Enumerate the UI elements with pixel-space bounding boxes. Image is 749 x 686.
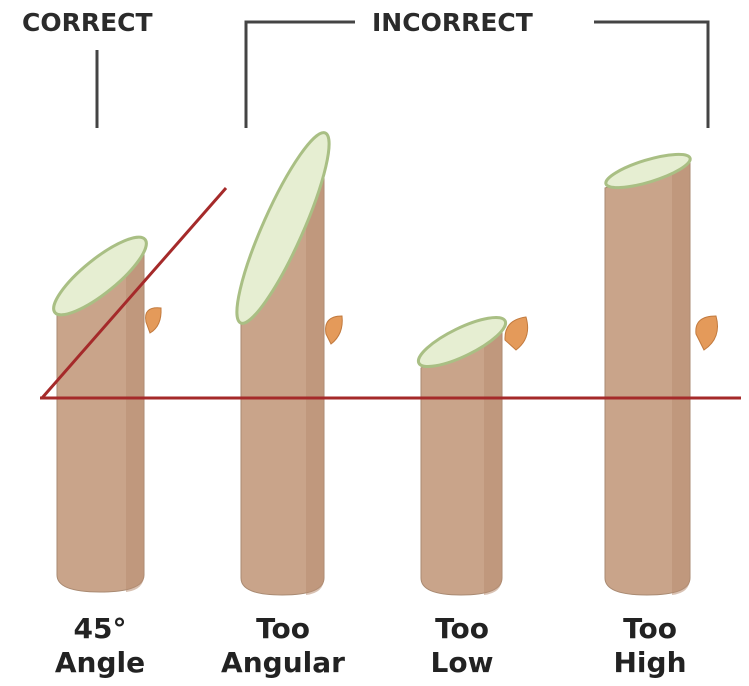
stem-shading — [484, 318, 502, 595]
caption-line-2: Low — [431, 646, 494, 680]
header-brackets — [97, 22, 708, 128]
caption-45-angle: 45° Angle — [55, 612, 145, 680]
caption-line-1: Too — [613, 612, 686, 646]
bud-icon — [326, 316, 343, 344]
caption-too-low: Too Low — [431, 612, 494, 680]
correct-heading: CORRECT — [22, 8, 153, 37]
stem-shading — [672, 158, 690, 595]
caption-line-1: Too — [431, 612, 494, 646]
bud-icon — [505, 317, 528, 350]
caption-too-high: Too High — [613, 612, 686, 680]
incorrect-bracket-right — [594, 22, 708, 128]
bud-icon — [146, 308, 162, 333]
incorrect-bracket-left — [246, 22, 355, 128]
stem-too-angular — [222, 125, 343, 595]
stem-too-high — [603, 148, 718, 595]
caption-line-2: High — [613, 646, 686, 680]
bud-icon — [696, 316, 718, 350]
caption-line-2: Angular — [221, 646, 345, 680]
caption-line-2: Angle — [55, 646, 145, 680]
stem-too-low — [413, 308, 528, 595]
incorrect-heading: INCORRECT — [372, 8, 533, 37]
caption-too-angular: Too Angular — [221, 612, 345, 680]
caption-line-1: 45° — [55, 612, 145, 646]
caption-line-1: Too — [221, 612, 345, 646]
